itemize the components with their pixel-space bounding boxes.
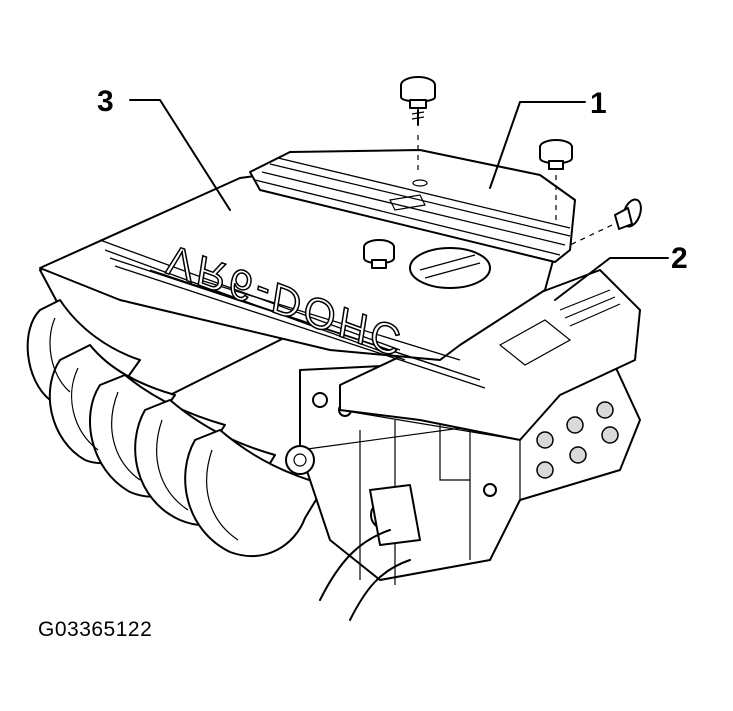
- callout-1: 1: [590, 87, 607, 120]
- oil-filler-cap: [409, 247, 491, 289]
- cover-bolt-side: [569, 198, 642, 246]
- callout-3: 3: [97, 85, 114, 118]
- cover-part-2: [339, 269, 641, 441]
- figure-id: G03365122: [38, 618, 153, 641]
- leader-lines: [129, 99, 669, 301]
- callout-2: 2: [671, 242, 688, 275]
- block-bolts: [536, 401, 619, 479]
- cover-bolt-right: [539, 139, 573, 225]
- cover-bolt-center: [363, 239, 395, 269]
- cover-bolt-top: [400, 76, 436, 175]
